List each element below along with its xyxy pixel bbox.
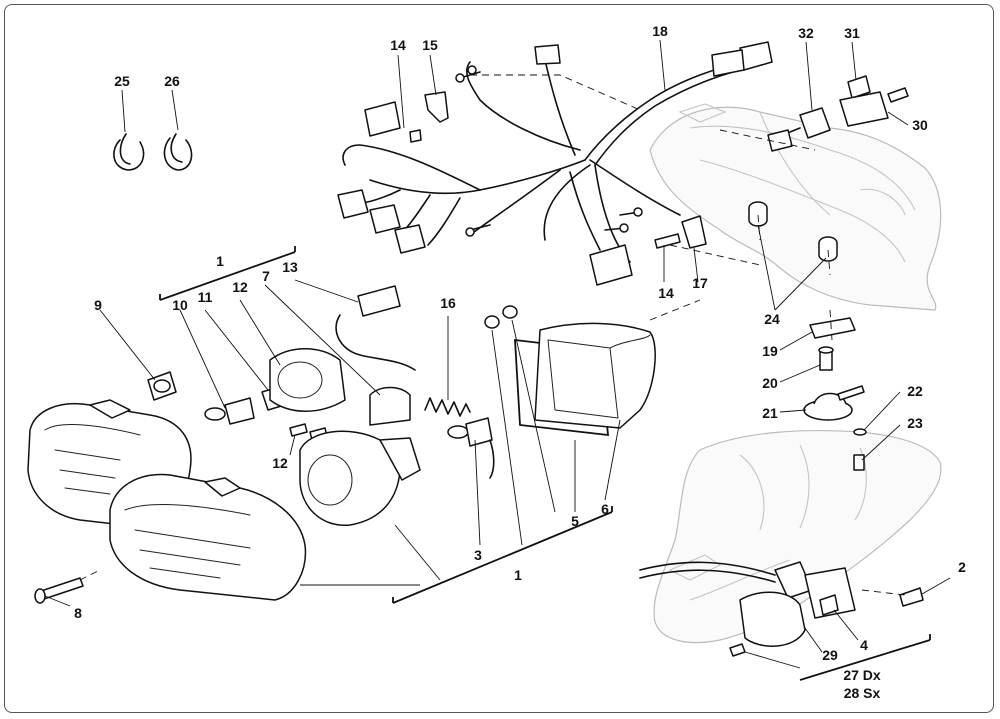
callout-22: 22 (907, 383, 923, 399)
clip-17 (681, 215, 707, 249)
callout-12-bottom: 12 (272, 455, 288, 471)
clip-15 (424, 91, 449, 123)
callout-32: 32 (798, 25, 814, 41)
leader-lines (44, 39, 951, 669)
callout-5: 5 (571, 513, 579, 529)
callout-19: 19 (762, 343, 778, 359)
screw-14-top (409, 129, 422, 143)
callout-16: 16 (440, 295, 456, 311)
callout-12-top: 12 (232, 279, 248, 295)
horn-21 (803, 385, 865, 421)
spring-16 (424, 397, 471, 417)
housing-6 (534, 322, 656, 429)
indicator-assembly (639, 561, 924, 657)
washer-22 (853, 428, 867, 436)
callout-2: 2 (958, 559, 966, 575)
screw-23 (853, 454, 865, 471)
callout-30: 30 (912, 117, 928, 133)
bracket-30 (839, 87, 909, 127)
clamp-26 (163, 133, 193, 171)
screw-14-mid (654, 233, 681, 249)
bulb-10 (204, 397, 255, 425)
frame-subassembly (649, 103, 942, 311)
callout-4: 4 (860, 637, 868, 653)
relay-31 (847, 75, 871, 99)
screw-8 (34, 577, 84, 604)
callout-7: 7 (262, 268, 270, 284)
callout-28: 28 Sx (844, 685, 881, 701)
bulb-3 (447, 417, 495, 479)
callout-1-bottom: 1 (514, 567, 522, 583)
callout-31: 31 (844, 25, 860, 41)
projector-7 (299, 386, 421, 526)
callout-18: 18 (652, 23, 668, 39)
bracket-lines (159, 246, 931, 681)
grommet-9 (147, 371, 177, 401)
bracket-19 (809, 317, 856, 339)
callout-21: 21 (762, 405, 778, 421)
callout-15: 15 (422, 37, 438, 53)
callout-10: 10 (172, 297, 188, 313)
callout-13: 13 (282, 259, 298, 275)
wiring-harness (337, 41, 773, 286)
callout-24: 24 (764, 311, 780, 327)
reflector-12 (269, 348, 346, 412)
callout-29: 29 (822, 647, 838, 663)
diagram-frame (4, 4, 994, 713)
screw-20 (818, 346, 834, 371)
callout-27: 27 Dx (843, 667, 881, 683)
callout-11: 11 (198, 289, 213, 305)
wire-13 (335, 285, 416, 371)
callout-26: 26 (164, 73, 180, 89)
callout-9: 9 (94, 297, 102, 313)
callout-17: 17 (692, 275, 708, 291)
callout-23: 23 (907, 415, 923, 431)
callout-1-top: 1 (216, 253, 224, 269)
callout-labels: 1 1 2 3 4 5 6 7 8 9 10 11 12 12 13 14 14… (74, 23, 966, 701)
nuts-1 (484, 305, 518, 329)
callout-14-bottom: 14 (658, 285, 674, 301)
callout-25: 25 (114, 73, 130, 89)
callout-8: 8 (74, 605, 82, 621)
callout-14-top: 14 (390, 37, 406, 53)
callout-3: 3 (474, 547, 482, 563)
callout-6: 6 (601, 501, 609, 517)
callout-20: 20 (762, 375, 778, 391)
headlight-lens-right (109, 473, 307, 601)
relay-32 (767, 107, 831, 152)
clamp-25 (113, 133, 145, 171)
